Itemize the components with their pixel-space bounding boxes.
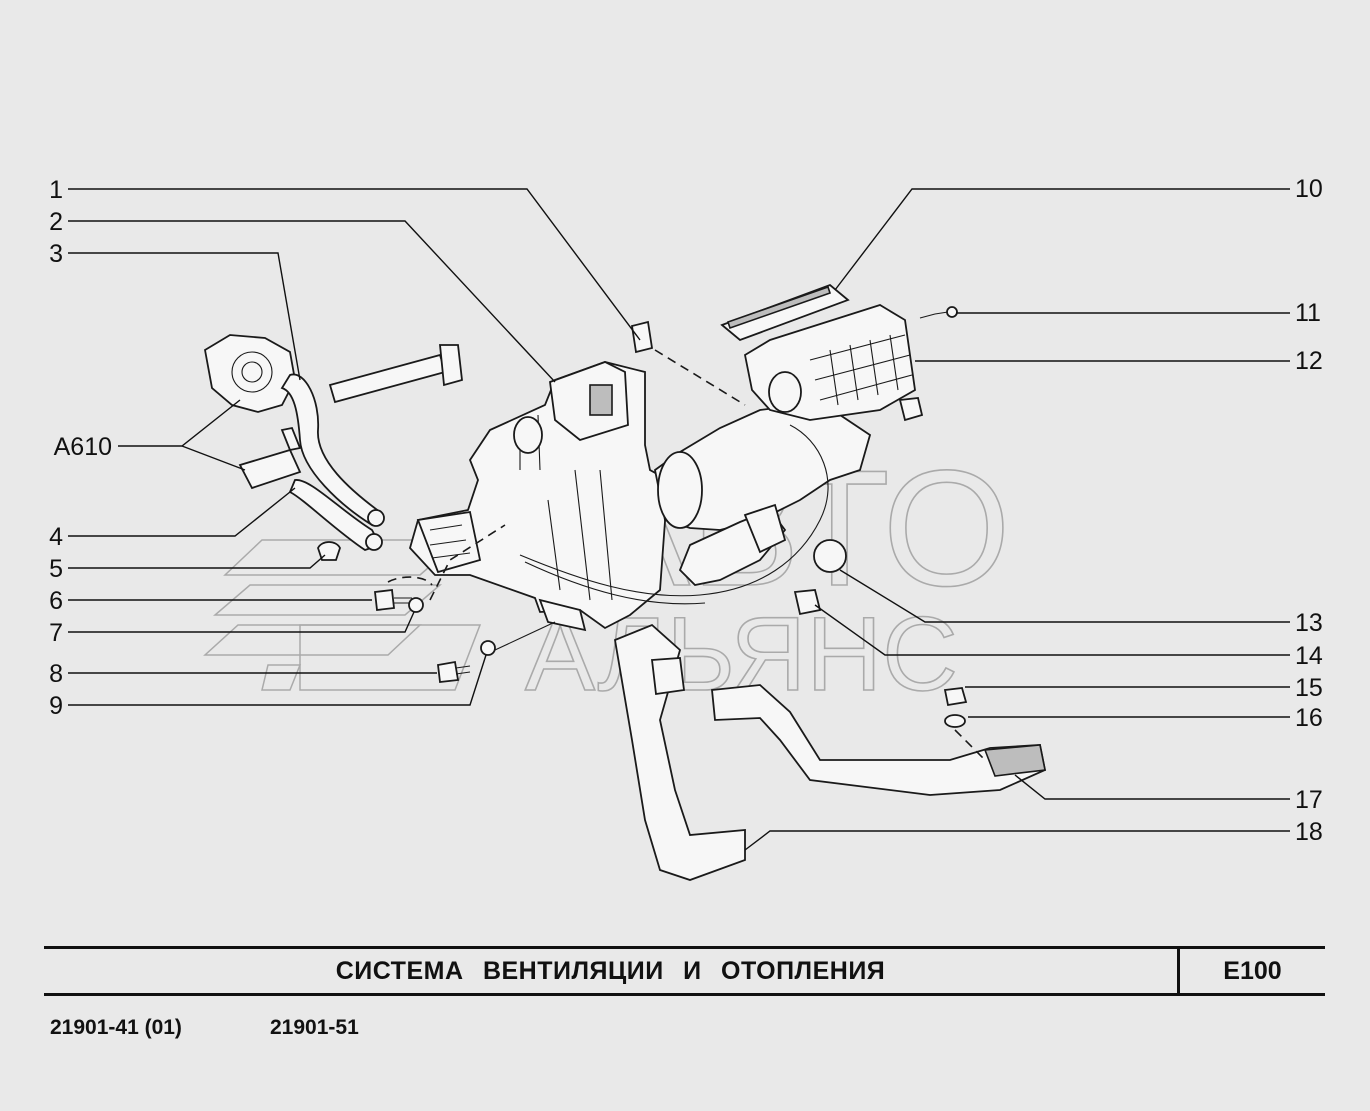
control-unit	[519, 424, 847, 616]
callout-7: 7	[49, 619, 63, 647]
floor-ducts	[613, 623, 1047, 881]
callout-1: 1	[49, 176, 63, 204]
callout-16: 16	[1295, 704, 1323, 732]
callout-8: 8	[49, 660, 63, 688]
model-code-2: 21901-51	[270, 1016, 359, 1039]
heater-housing	[408, 361, 669, 632]
leader-lines	[68, 188, 1290, 851]
callout-4: 4	[49, 523, 63, 551]
callout-12: 12	[1295, 347, 1323, 375]
callout-10: 10	[1295, 175, 1323, 203]
callout-2: 2	[49, 208, 63, 236]
callout-11: 11	[1295, 299, 1321, 327]
watermark-emblem	[203, 539, 482, 691]
fasteners	[317, 306, 968, 728]
page-title: СИСТЕМА ВЕНТИЛЯЦИИ И ОТОПЛЕНИЯ	[335, 957, 886, 985]
model-code-1: 21901-41 (01)	[50, 1016, 182, 1039]
callout-15: 15	[1295, 674, 1323, 702]
callout-9: 9	[49, 692, 63, 720]
page-code: E100	[1223, 957, 1282, 985]
coolant-assembly	[204, 334, 463, 551]
callout-14: 14	[1295, 642, 1323, 670]
callout-17: 17	[1295, 786, 1323, 814]
callout-13: 13	[1295, 609, 1323, 637]
callouts: 1 2 3 A610 4 5 6 7 8 9 10 11 12 13 14 15…	[49, 175, 1323, 846]
callout-3: 3	[49, 240, 63, 268]
title-divider	[1177, 949, 1180, 993]
callout-5: 5	[49, 555, 63, 583]
blower-assembly	[654, 283, 924, 531]
callout-18: 18	[1295, 818, 1323, 846]
callout-6: 6	[49, 587, 63, 615]
parts-diagram: АВТО АЛЬЯНС	[49, 175, 1323, 881]
assembly-lines	[387, 349, 986, 761]
callout-a610: A610	[54, 433, 112, 461]
title-block: СИСТЕМА ВЕНТИЛЯЦИИ И ОТОПЛЕНИЯ E100	[44, 946, 1325, 996]
